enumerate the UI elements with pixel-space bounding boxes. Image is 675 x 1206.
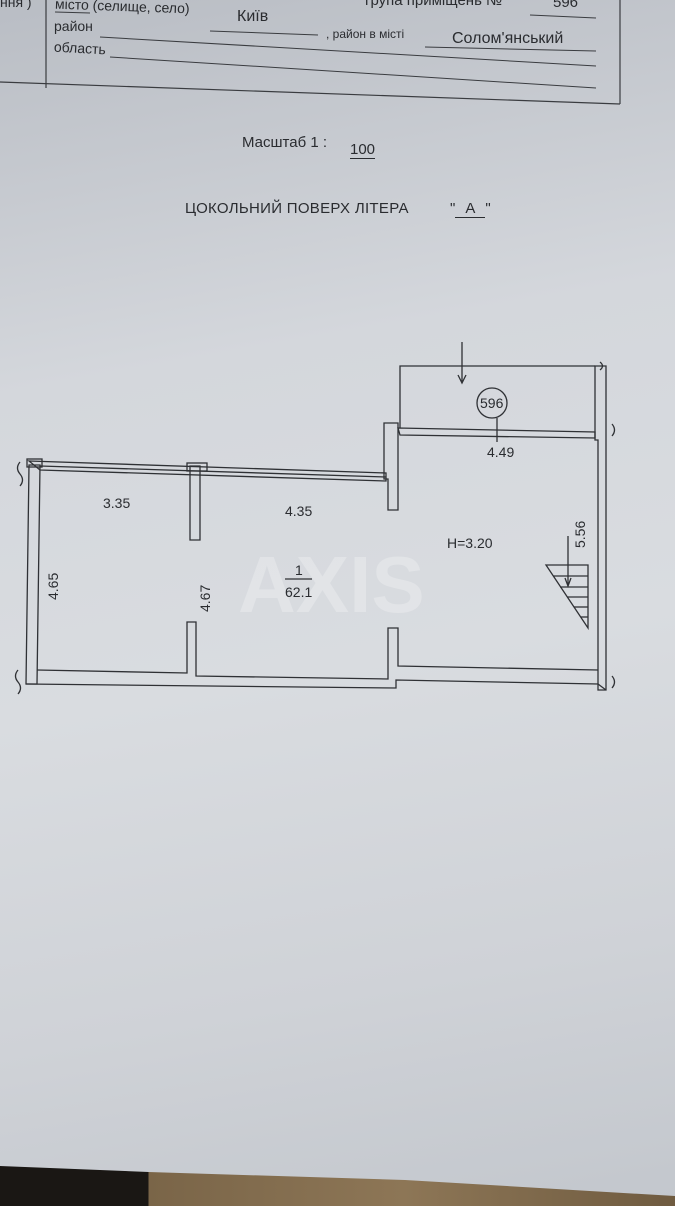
- dimension-top-left: 3.35: [103, 495, 130, 511]
- dimension-left: 4.65: [45, 573, 61, 600]
- dimension-top-middle: 4.35: [285, 503, 312, 519]
- group-label: група приміщень №: [365, 0, 503, 9]
- dimension-top-right: 4.49: [487, 444, 514, 460]
- wall-step: [383, 422, 399, 511]
- floor-title-label: ЦОКОЛЬНИЙ ПОВЕРХ ЛІТЕРА: [185, 200, 409, 217]
- form-lines: [0, 0, 621, 105]
- dimension-right: 5.56: [572, 521, 588, 548]
- scale-value: 100: [350, 141, 376, 159]
- room-area: 62.1: [285, 584, 312, 600]
- partition-top: [189, 465, 201, 541]
- room-number: 1: [295, 562, 303, 578]
- left-cell-text: ння ): [0, 0, 32, 10]
- group-number: 596: [480, 395, 504, 411]
- city-district-value: Солом'янський: [452, 30, 564, 47]
- desk-surface: [0, 1166, 675, 1206]
- watermark: AXIS: [238, 540, 425, 629]
- group-value: 596: [553, 0, 579, 11]
- vestibule-outline: [399, 365, 595, 428]
- city-district-label: , район в місті: [326, 27, 405, 41]
- floor-letter: А: [455, 200, 486, 218]
- floor-plan: AXIS 596 4.49 3.35 4.35 H=3.20 1 62.1 4.…: [14, 342, 616, 695]
- dimension-middle: 4.67: [197, 585, 213, 612]
- city-value: Київ: [237, 8, 269, 25]
- wall-right: [594, 365, 607, 691]
- ceiling-height: H=3.20: [447, 535, 493, 551]
- wall-bottom: [36, 621, 599, 680]
- district-label: район: [54, 18, 93, 34]
- group-number-circle: [476, 387, 508, 419]
- wall-left: [25, 464, 41, 685]
- scale-label: Масштаб 1 :: [242, 134, 328, 151]
